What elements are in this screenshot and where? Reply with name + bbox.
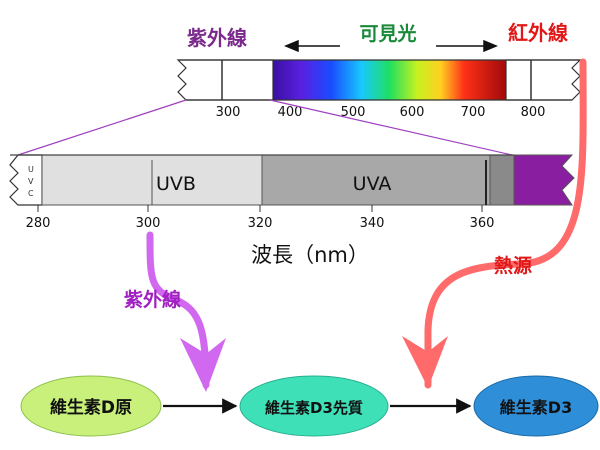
tick-340: 340 xyxy=(360,216,385,231)
uva-label: UVA xyxy=(353,173,392,195)
tick-300: 300 xyxy=(216,105,241,120)
svg-text:C: C xyxy=(28,189,34,198)
uv-heading: 紫外線 xyxy=(187,26,247,50)
pathway-node-previtamin-d3: 維生素D3先質 xyxy=(239,375,389,437)
wavelength-axis-title: 波長（nm） xyxy=(251,243,369,267)
uv-arrow-head xyxy=(180,338,226,392)
pathway-node-vitamin-d3: 維生素D3 xyxy=(473,375,599,437)
svg-text:U: U xyxy=(28,165,34,174)
tick-600: 600 xyxy=(400,105,425,120)
heat-arrow xyxy=(424,58,587,389)
uv-arrow xyxy=(146,231,210,389)
node-label-previtamin-d3: 維生素D3先質 xyxy=(265,399,363,417)
uvc-marks: U V C xyxy=(28,165,34,198)
svg-text:V: V xyxy=(28,177,34,186)
violet-edge xyxy=(513,154,575,206)
full-spectrum-bar xyxy=(176,59,582,101)
uvb-label: UVB xyxy=(156,173,196,195)
uv-detail-tick-marks xyxy=(37,205,483,212)
zoom-guide-lines xyxy=(17,99,513,156)
uv-arrow-label: 紫外線 xyxy=(124,288,181,311)
visible-light-heading: 可見光 xyxy=(359,22,416,45)
uv-detail-tick-labels: 280 300 320 340 360 xyxy=(26,216,495,231)
infrared-heading: 紅外線 xyxy=(508,21,568,45)
tick-300: 300 xyxy=(136,216,161,231)
node-label-vitamin-d3: 維生素D3 xyxy=(500,398,572,417)
visible-band xyxy=(273,60,506,100)
tick-800: 800 xyxy=(521,105,546,120)
tick-400: 400 xyxy=(278,105,303,120)
spectrum-tick-labels: 300 400 500 600 700 800 xyxy=(216,105,546,120)
tick-500: 500 xyxy=(341,105,366,120)
heat-source-label: 熱源 xyxy=(494,254,532,277)
node-label-provitamin-d: 維生素D原 xyxy=(50,397,132,418)
tick-320: 320 xyxy=(248,216,273,231)
tick-280: 280 xyxy=(26,216,51,231)
heat-arrow-head xyxy=(402,336,448,388)
uva-band xyxy=(261,154,491,206)
pathway-node-provitamin-d: 維生素D原 xyxy=(20,375,162,437)
tick-700: 700 xyxy=(461,105,486,120)
visible-range-arrow xyxy=(284,39,498,53)
tick-360: 360 xyxy=(470,216,495,231)
uv-detail-bar xyxy=(9,154,575,206)
